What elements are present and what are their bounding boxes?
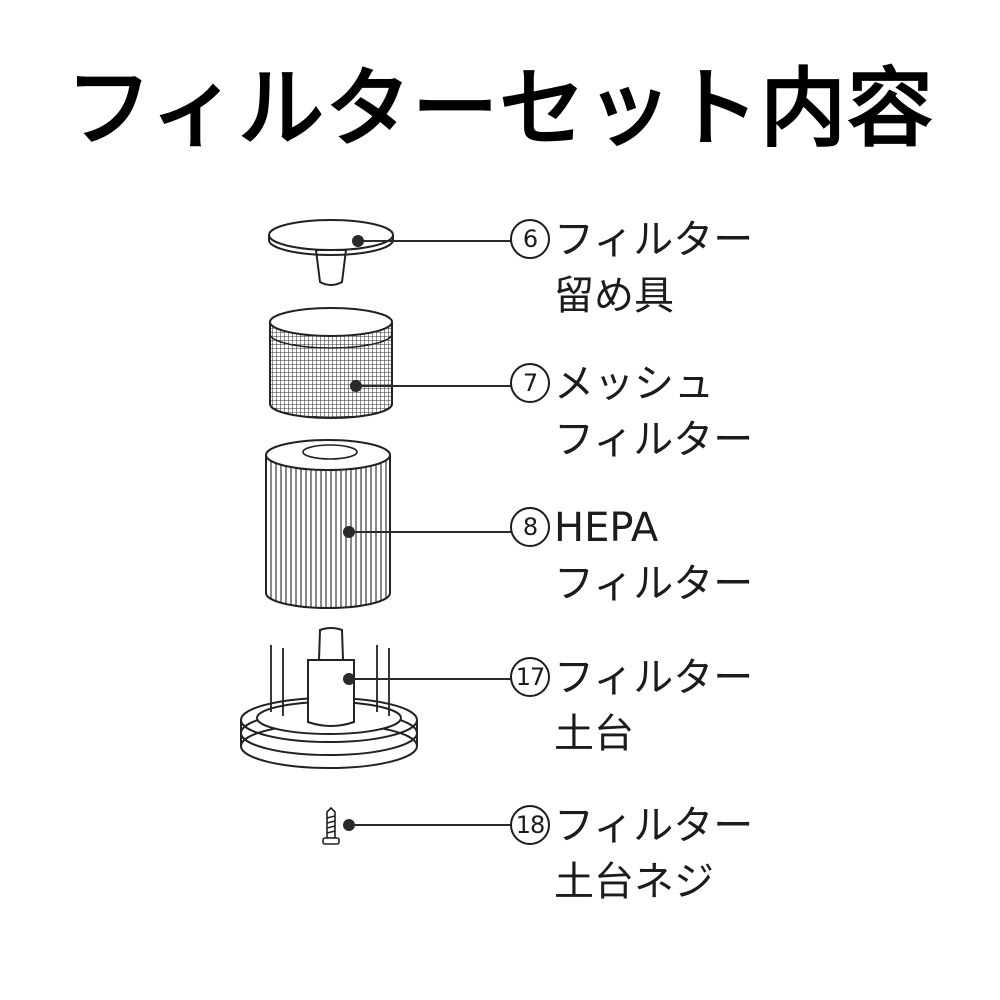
part-name-17-line2: 土台: [554, 711, 634, 757]
screw-icon: [322, 806, 340, 845]
part-number-7: 7: [510, 363, 550, 403]
part-name-7-line1: メッシュ: [554, 361, 714, 407]
page-title: フィルターセット内容: [65, 59, 935, 159]
part-name-7-line2: フィルター: [554, 417, 754, 463]
part-name-18-line2: 土台ネジ: [554, 859, 714, 905]
hepa-filter-icon: [265, 439, 391, 609]
part-name-6-line2: 留め具: [554, 273, 674, 319]
filter-clip-icon: [268, 219, 394, 286]
part-number-17: 17: [510, 657, 550, 697]
filter-base-icon: [240, 627, 418, 769]
leader-lines: [343, 235, 512, 831]
mesh-filter-icon: [269, 307, 393, 419]
part-number-6: 6: [510, 219, 550, 259]
part-name-8-line2: フィルター: [554, 561, 754, 607]
part-name-17-line1: フィルター: [554, 655, 754, 701]
part-name-8-line1: HEPA: [554, 505, 659, 551]
part-name-6-line1: フィルター: [554, 217, 754, 263]
part-number-8: 8: [510, 507, 550, 547]
part-name-18-line1: フィルター: [554, 803, 754, 849]
part-number-18: 18: [510, 805, 550, 845]
